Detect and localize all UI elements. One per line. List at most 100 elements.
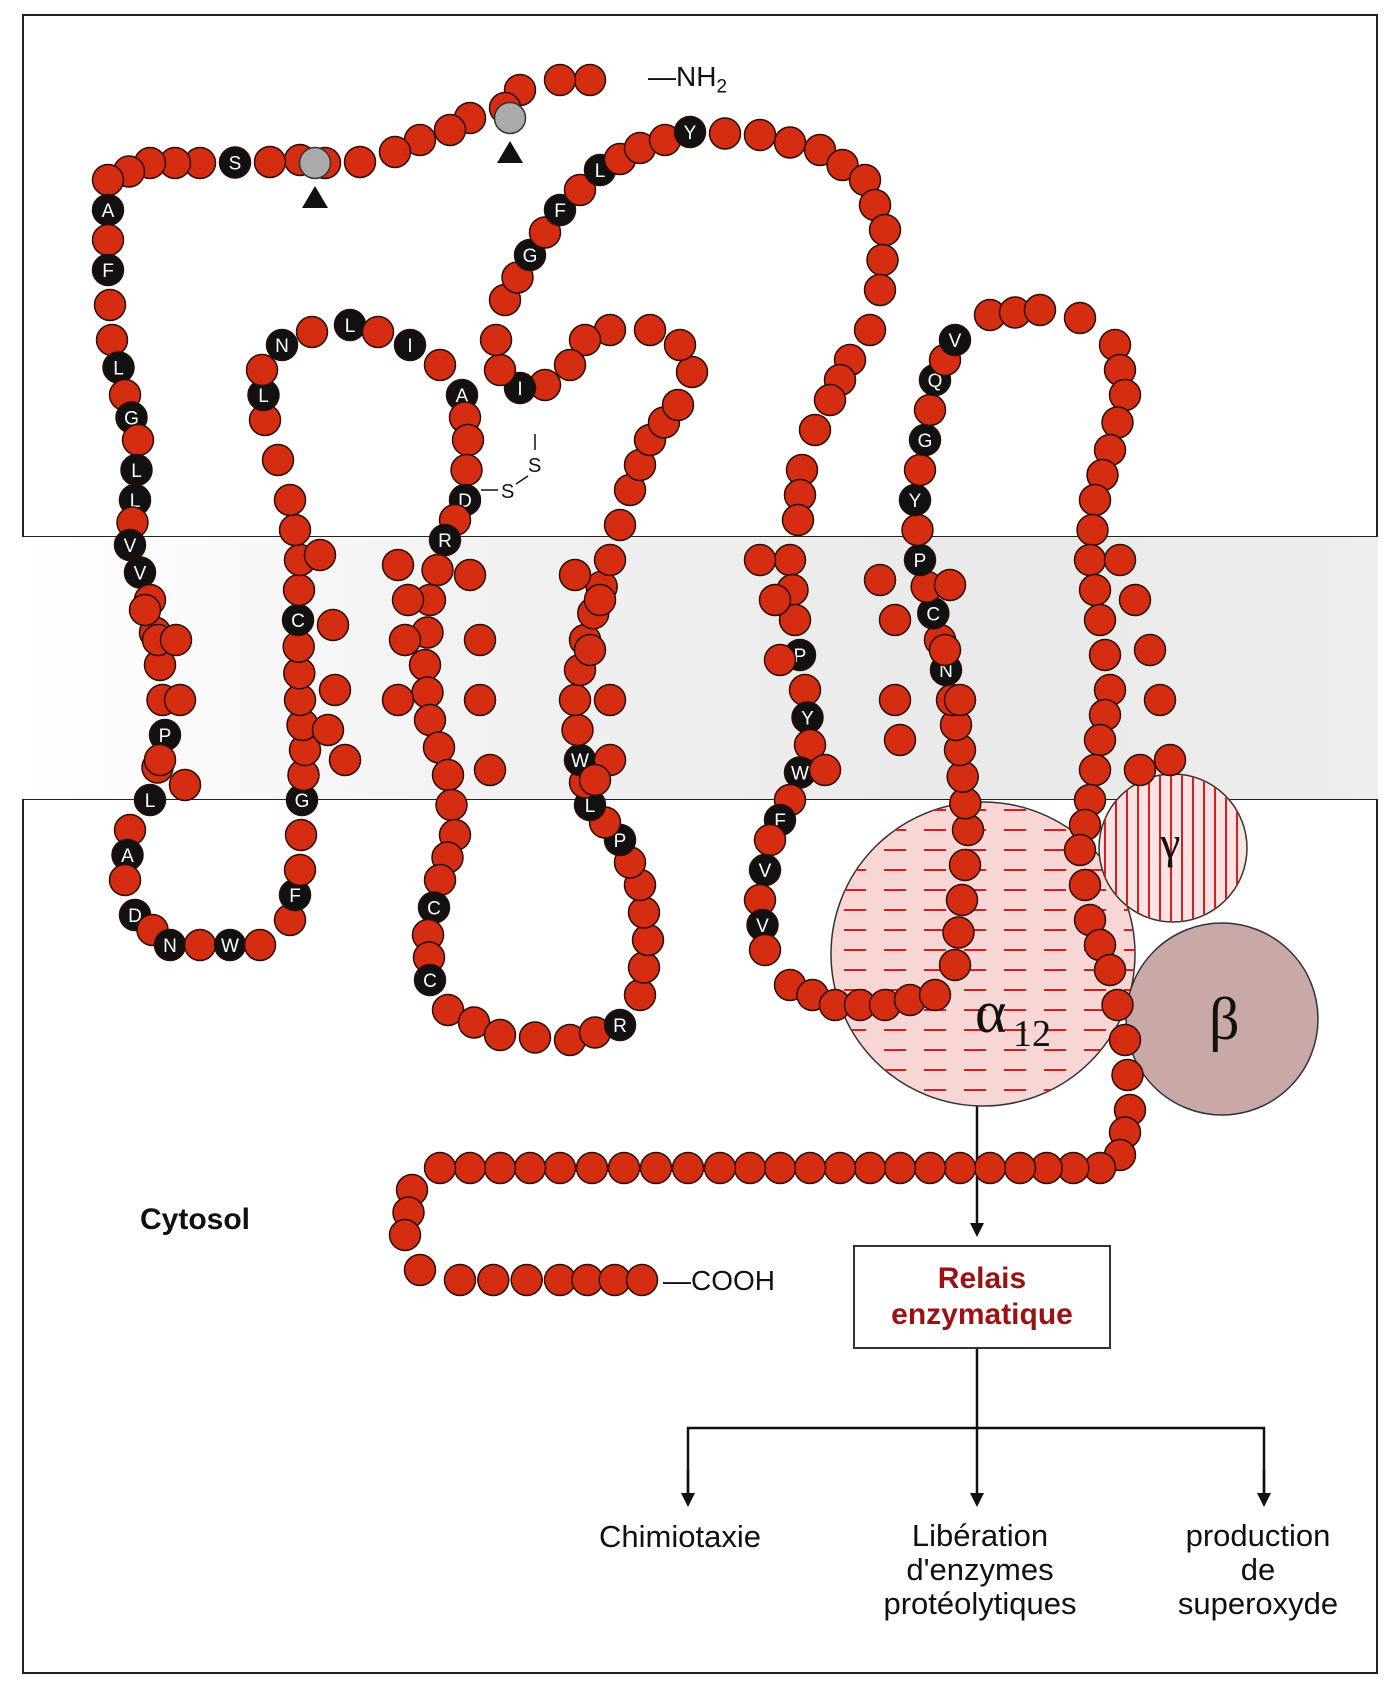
residue-letter: A [102,201,115,222]
residue [423,863,457,897]
residue-labeled: L [133,783,167,817]
residue [563,173,597,207]
residue [483,353,517,387]
residue [1073,543,1107,577]
residue [943,683,977,717]
residue [278,513,312,547]
residue [451,423,485,457]
residue [411,676,444,709]
residue [942,916,975,949]
residue [378,135,412,169]
residue [627,896,661,929]
residue [518,1021,552,1054]
residue [607,1151,641,1185]
residue-letter: D [128,906,142,927]
residue-labeled: F [543,193,577,227]
residue [973,1151,1007,1185]
residue-labeled: C [413,963,447,997]
residue-letter: P [614,831,627,852]
residue [1153,743,1187,777]
residue [108,863,142,897]
residue [913,393,947,427]
residue [1083,723,1117,757]
residue-letter: G [918,431,933,452]
disulfide-s2: S [528,455,541,477]
residue [381,683,415,717]
residue-letter: R [613,1016,627,1037]
disulfide-bridge: S S [481,434,541,503]
residue-labeled: V [113,528,147,562]
enzymatic-relay-label: Relais enzymatique [891,1262,1073,1331]
residue [781,503,815,537]
residue [918,978,952,1012]
n-terminus-subscript: 2 [716,76,728,98]
residue-labeled: C [917,597,950,630]
residue [528,216,562,249]
residue [763,643,797,677]
residue [863,563,897,597]
residue [1076,513,1109,547]
residue-labeled: C [281,603,315,637]
residue [463,623,497,657]
residue-letter: P [159,726,172,747]
residue [866,243,899,277]
residue [93,288,127,322]
residue-letter: L [258,386,269,407]
residue [423,1151,457,1185]
residue [661,388,695,422]
residue [1101,988,1134,1022]
residue [483,1151,517,1185]
residue [773,126,807,159]
residue-labeled: P [148,718,182,752]
residue-labeled: Y [791,701,824,734]
residue-labeled: Y [673,115,707,149]
residue-letter: Y [684,123,697,144]
residue [284,818,318,852]
residue-letter: W [791,764,809,785]
residue-letter: G [523,246,538,267]
residue-labeled: N [265,328,299,362]
residue [778,603,812,637]
residue [483,1018,517,1052]
residue-labeled: A [91,193,125,227]
c-terminus-label: —COOH [663,1265,775,1296]
residue-letter: C [423,971,437,992]
residue-letter: R [438,531,452,552]
residue [853,313,887,347]
residue [282,573,316,607]
glycosylation-marker [302,186,328,208]
gamma-label: γ [1159,817,1180,868]
residue-labeled: V [748,853,782,887]
residue [1108,1023,1142,1057]
residue-letter: N [275,336,289,357]
residue-letter: C [427,899,441,920]
residue [573,63,607,97]
residue [435,788,468,822]
residue [663,328,697,362]
residue [381,548,415,582]
residue [945,883,979,917]
residue [473,753,507,787]
residue [573,633,607,667]
residue-letter: F [102,261,114,282]
residue [763,1151,797,1185]
residue [1078,483,1112,517]
residue-letter: I [407,336,412,357]
residue [773,543,807,577]
residue [593,543,627,577]
residue [391,583,425,617]
residue-letter: F [554,201,566,222]
residue [253,145,287,179]
residue [903,453,937,487]
residue-letter: W [221,936,239,957]
glycosylated-residue [493,101,527,135]
residue-letter: V [759,861,772,882]
residue [513,1151,547,1185]
residue [948,848,982,882]
residue [878,603,912,637]
residue [743,543,777,577]
residue [1108,378,1142,412]
residue [431,993,465,1027]
